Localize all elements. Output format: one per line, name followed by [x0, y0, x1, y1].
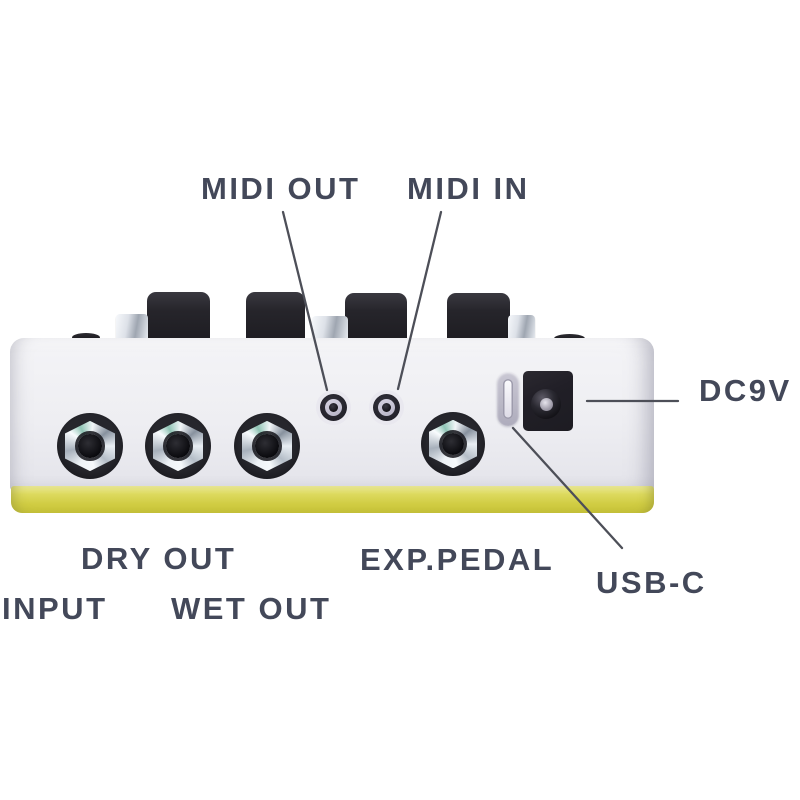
- knob: [345, 293, 407, 344]
- input-label: INPUT: [2, 591, 108, 626]
- midi-jack-ring: [325, 399, 342, 416]
- jack-hole: [166, 434, 190, 458]
- usb-c-label: USB-C: [596, 565, 707, 600]
- usb-c-callout-line: [511, 426, 624, 550]
- wet-out-label: WET OUT: [171, 591, 332, 626]
- toggle-switch: [116, 314, 148, 342]
- knob: [147, 292, 210, 344]
- usb-c-port: [497, 372, 519, 426]
- toggle-switch: [508, 315, 535, 342]
- usb-c-slot: [503, 379, 513, 419]
- toggle-switch: [312, 316, 348, 342]
- jack-hole: [441, 432, 465, 456]
- jack-hole: [78, 434, 102, 458]
- midi-jack-hole: [329, 403, 338, 412]
- midi-out-jack: [320, 394, 347, 421]
- dc9v-label: DC9V: [699, 373, 792, 408]
- knob: [447, 293, 510, 344]
- exp-pedal-jack: [421, 412, 485, 476]
- dry-out-label: DRY OUT: [81, 541, 237, 576]
- jack-nut: [64, 420, 116, 472]
- midi-in-callout-line: [396, 210, 443, 391]
- dc-barrel: [531, 389, 561, 419]
- wet-out-jack: [234, 413, 300, 479]
- flat-knob: [72, 333, 100, 342]
- dc9v-jack: [523, 371, 573, 431]
- dry-out-jack: [145, 413, 211, 479]
- midi-jack-ring: [378, 399, 395, 416]
- midi-out-callout-line: [281, 210, 329, 392]
- dc-pin: [539, 397, 553, 411]
- input-jack: [57, 413, 123, 479]
- exp-pedal-label: EXP.PEDAL: [360, 542, 555, 577]
- midi-in-jack: [373, 394, 400, 421]
- midi-jack-hole: [382, 403, 391, 412]
- pedal-base-yellow: [11, 486, 654, 513]
- jack-nut: [241, 420, 293, 472]
- jack-hole: [255, 434, 279, 458]
- midi-out-label: MIDI OUT: [201, 171, 361, 206]
- knob: [246, 292, 305, 344]
- midi-in-label: MIDI IN: [407, 171, 530, 206]
- jack-nut: [152, 420, 204, 472]
